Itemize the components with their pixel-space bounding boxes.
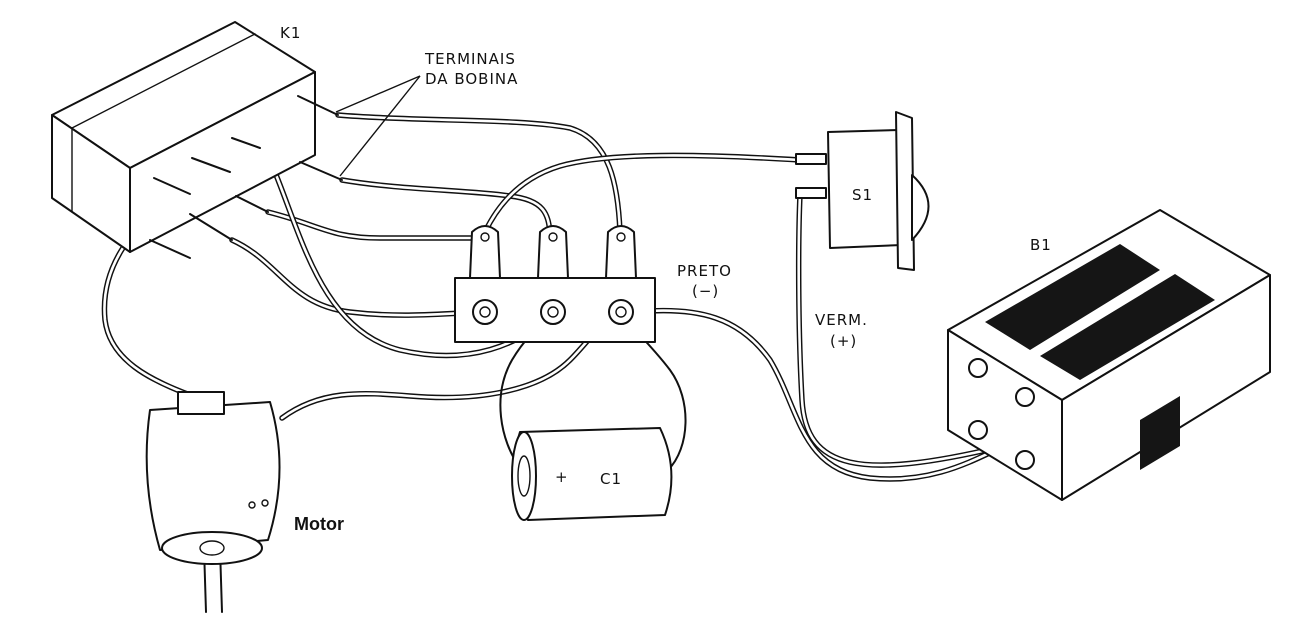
label-black-polarity: (−) — [692, 282, 719, 300]
capacitor-c1 — [511, 427, 673, 521]
relay-pins — [149, 95, 343, 259]
label-coil-terminals-1: TERMINAIS — [424, 50, 516, 68]
labels: K1 TERMINAIS DA BOBINA S1 B1 PRETO (−) V… — [280, 24, 1052, 534]
terminal-lug-1 — [469, 225, 501, 279]
motor — [145, 391, 281, 565]
label-s1: S1 — [852, 186, 873, 204]
label-c1-plus: + — [555, 468, 569, 486]
battery-cell-1 — [985, 244, 1160, 350]
relay-side-face — [129, 71, 316, 253]
terminal-screw-2 — [540, 299, 566, 325]
coil-terminal-leaders — [335, 75, 421, 177]
label-coil-terminals-2: DA BOBINA — [425, 70, 518, 88]
wire-s1-to-battery-red — [795, 192, 1003, 468]
label-b1: B1 — [1030, 236, 1052, 254]
battery-holes — [968, 358, 1035, 470]
motor-shaft — [199, 540, 225, 556]
motor-body — [145, 401, 281, 551]
label-k1: K1 — [280, 24, 301, 42]
wire-screw3-to-battery-black — [632, 307, 1003, 482]
battery-side-face — [1061, 274, 1271, 501]
switch-plate — [895, 111, 915, 271]
switch-rocker — [911, 174, 930, 241]
motor-brush-housing — [177, 391, 225, 415]
label-red-wire: VERM. — [815, 311, 868, 329]
switch-s1 — [795, 111, 930, 271]
wire-s1-to-lug1 — [482, 152, 803, 235]
battery-cell-2 — [1040, 274, 1215, 380]
terminal-lug-3 — [605, 225, 637, 279]
relay-k1 — [51, 21, 343, 259]
label-motor: Motor — [294, 514, 344, 534]
label-c1: C1 — [600, 470, 622, 488]
battery-holder-b1 — [947, 209, 1271, 501]
wire-k1-t3-to-lug1 — [265, 209, 481, 241]
label-black-wire: PRETO — [677, 262, 732, 280]
label-red-polarity: (+) — [830, 332, 857, 350]
battery-cell-3 — [1140, 396, 1180, 470]
switch-terminals — [795, 153, 827, 199]
terminal-screw-3 — [608, 299, 634, 325]
terminal-strip — [454, 225, 656, 343]
terminal-screw-1 — [472, 299, 498, 325]
wire-k1-t4-to-screw1 — [229, 237, 483, 318]
wire-k1-t1-to-lug3 — [335, 112, 623, 235]
wire-k1-t2-to-lug2 — [339, 177, 553, 235]
terminal-lug-2 — [537, 225, 569, 279]
